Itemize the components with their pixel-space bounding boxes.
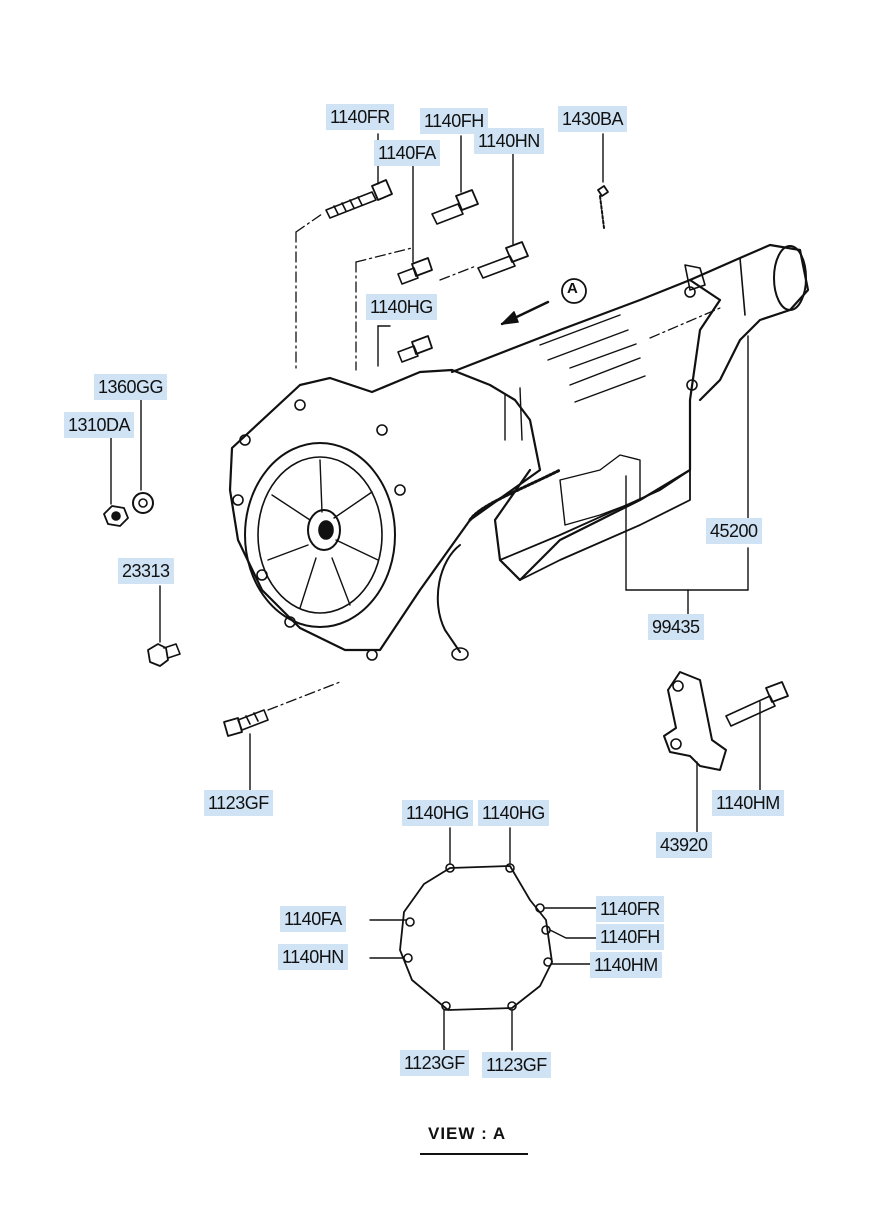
view-a-label-1123GF-right[interactable]: 1123GF [482, 1052, 551, 1078]
view-arrow [500, 278, 587, 326]
part-label-1140HM[interactable]: 1140HM [712, 790, 784, 816]
leader-lines [110, 133, 761, 833]
fastener-1140FH [431, 189, 479, 225]
part-label-1360GG[interactable]: 1360GG [94, 374, 168, 400]
bracket-43920 [663, 671, 727, 771]
view-caption-underline [420, 1153, 528, 1155]
fastener-1140HN [477, 241, 529, 279]
fastener-1360GG [132, 492, 154, 514]
view-a-label-1140FH[interactable]: 1140FH [596, 924, 664, 950]
case-ribs [504, 314, 646, 441]
part-label-1123GF[interactable]: 1123GF [204, 790, 273, 816]
fastener-1140FR [325, 179, 393, 219]
part-label-45200[interactable]: 45200 [706, 518, 762, 544]
view-a-label-1140HN[interactable]: 1140HN [278, 944, 348, 970]
view-a-label-1140FA[interactable]: 1140FA [280, 906, 346, 932]
transmission-assembly [228, 243, 810, 661]
view-marker-letter: A [567, 280, 578, 297]
part-label-1310DA[interactable]: 1310DA [64, 412, 135, 438]
view-caption: VIEW : A [428, 1124, 507, 1143]
part-label-1430BA[interactable]: 1430BA [558, 106, 628, 132]
view-a-label-1140HG-left[interactable]: 1140HG [402, 800, 473, 826]
part-label-1140HN[interactable]: 1140HN [474, 128, 544, 154]
flange-bolt-holes [232, 399, 406, 661]
part-label-99435[interactable]: 99435 [648, 614, 704, 640]
fastener-1430BA [597, 185, 609, 229]
fastener-1123GF [223, 709, 269, 737]
fastener-1310DA [103, 505, 129, 527]
view-a-label-1140HM[interactable]: 1140HM [590, 952, 662, 978]
part-label-1140FR[interactable]: 1140FR [326, 104, 394, 130]
fastener-1140FA [397, 257, 433, 285]
view-a-label-1140FR[interactable]: 1140FR [596, 896, 664, 922]
fastener-23313 [147, 643, 181, 667]
part-label-1140FA[interactable]: 1140FA [374, 140, 440, 166]
part-label-23313[interactable]: 23313 [118, 558, 174, 584]
view-a-label-1123GF-left[interactable]: 1123GF [400, 1050, 469, 1076]
view-a-leaders [369, 827, 599, 1051]
fastener-1140HG [397, 335, 433, 363]
part-label-43920[interactable]: 43920 [656, 832, 712, 858]
converter-ribs [267, 459, 379, 609]
part-label-1140HG[interactable]: 1140HG [366, 294, 437, 320]
view-a-outline [399, 863, 553, 1011]
view-a-label-1140HG-right[interactable]: 1140HG [478, 800, 549, 826]
fastener-1140HM [725, 681, 789, 727]
alignment-lines [267, 213, 721, 711]
